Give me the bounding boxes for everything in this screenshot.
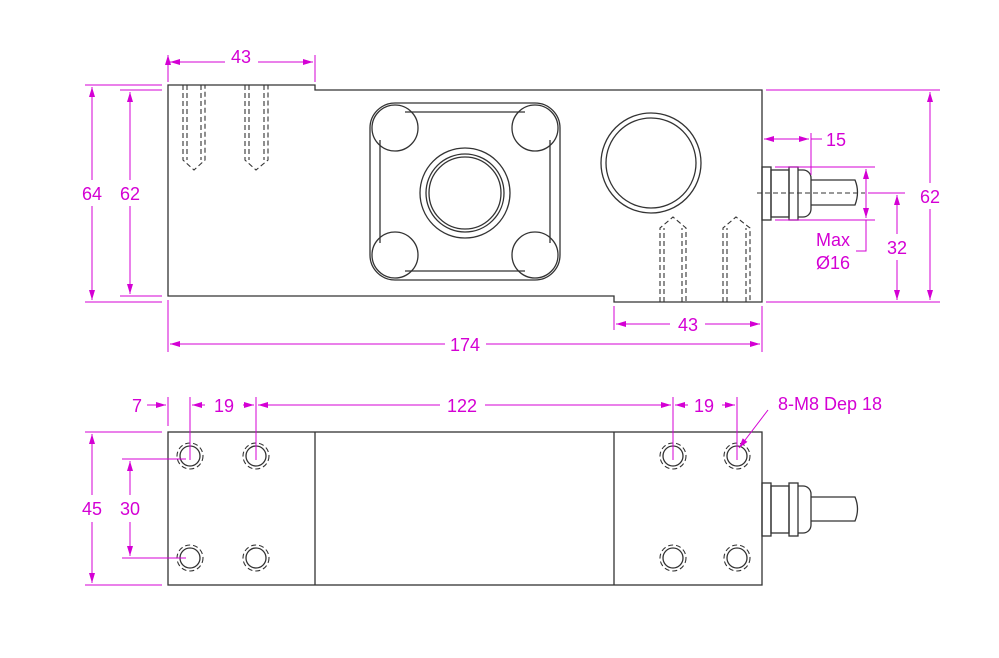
dim-hole-spacing-left: 43 xyxy=(231,47,251,67)
strain-gauge-hole xyxy=(600,112,702,214)
left-threaded-holes xyxy=(182,85,269,171)
dim-cable-diameter: Ø16 xyxy=(816,253,850,273)
dim-edge-offset: 7 xyxy=(132,396,142,416)
hole xyxy=(659,544,687,572)
dim-hole-pitch-left: 19 xyxy=(214,396,234,416)
hole xyxy=(242,544,270,572)
right-threaded-holes xyxy=(659,216,751,302)
cable-gland-bottom xyxy=(761,482,859,537)
dim-overall-height: 64 xyxy=(82,184,102,204)
cable xyxy=(811,179,859,206)
dim-cable-max-label: Max xyxy=(816,230,850,250)
dim-hole-pitch-right: 19 xyxy=(694,396,714,416)
dim-right-height: 62 xyxy=(920,187,940,207)
dim-overall-length: 174 xyxy=(450,335,480,355)
dim-body-height: 62 xyxy=(120,184,140,204)
top-view: 43 64 62 15 Max Ø16 32 62 43 174 xyxy=(82,47,940,355)
bottom-view: 7 19 122 19 8-M8 Dep 18 45 30 xyxy=(82,394,882,586)
dim-hole-center-distance: 122 xyxy=(447,396,477,416)
dim-cable-center-height: 32 xyxy=(887,238,907,258)
hole xyxy=(723,544,751,572)
dim-hole-spacing-right: 43 xyxy=(678,315,698,335)
center-plate xyxy=(369,102,561,281)
dim-cable-gland-length: 15 xyxy=(826,130,846,150)
thread-spec-label: 8-M8 Dep 18 xyxy=(778,394,882,414)
mounting-holes xyxy=(176,442,751,572)
dim-width: 45 xyxy=(82,499,102,519)
dim-hole-row-spacing: 30 xyxy=(120,499,140,519)
center-bore xyxy=(419,147,511,239)
body-outline xyxy=(167,84,763,303)
